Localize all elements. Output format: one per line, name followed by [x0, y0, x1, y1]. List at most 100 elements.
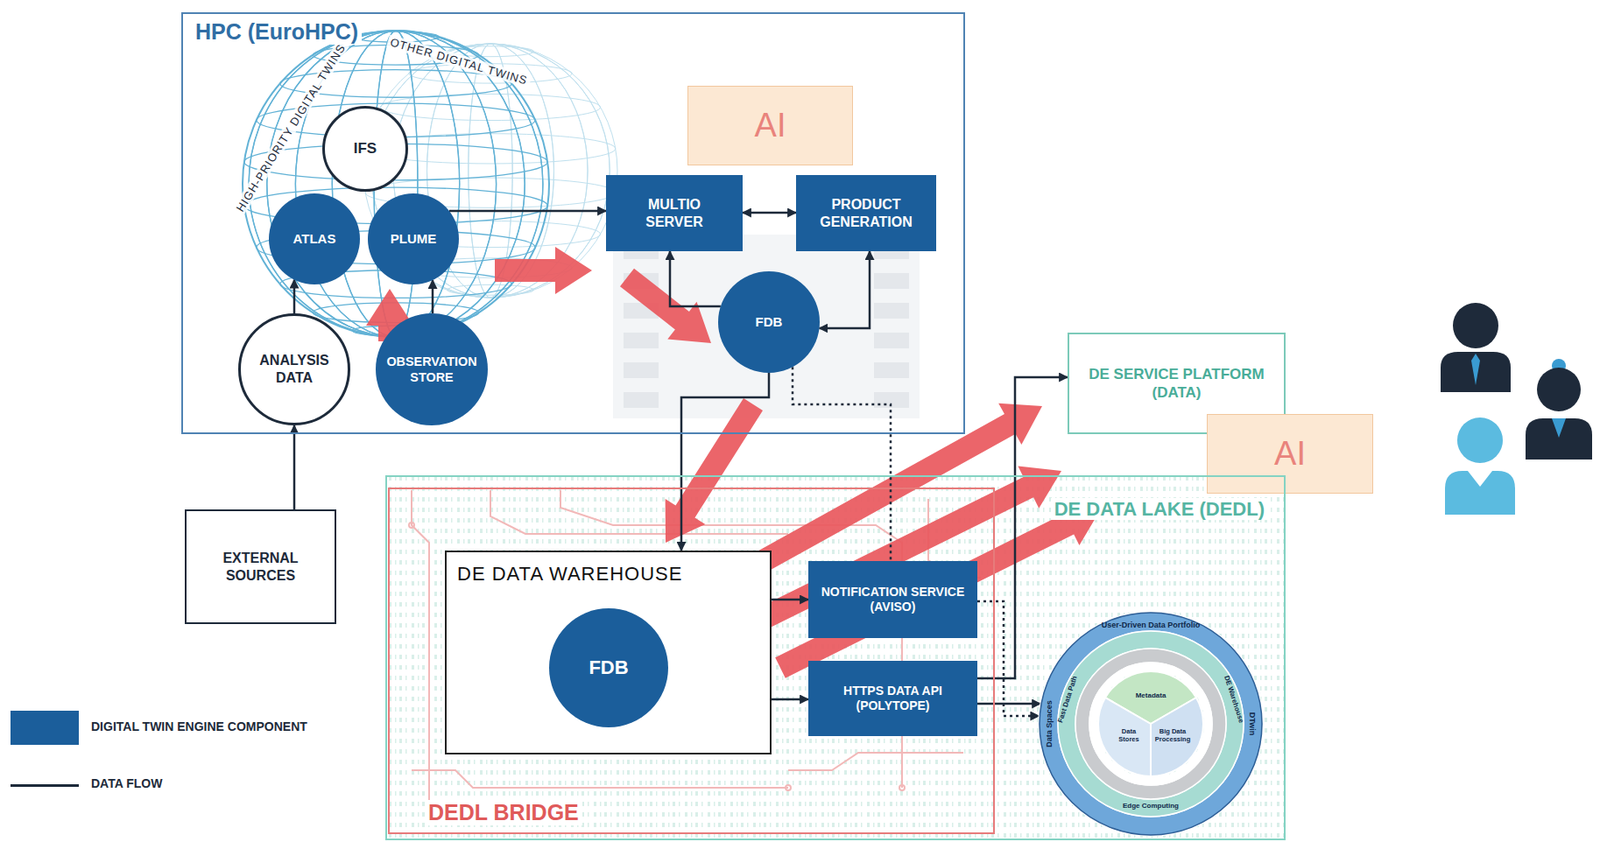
- node-label: FDB: [588, 655, 628, 681]
- label-wrap: FDB: [718, 271, 820, 374]
- label-wrap: PLUME: [367, 193, 459, 285]
- server-rack-slots: [613, 234, 920, 419]
- label-wrap: OBSERVATION STORE: [375, 313, 488, 426]
- fdb-circle: FDB: [718, 271, 820, 374]
- data-flow-line: [742, 211, 797, 215]
- label-wrap: NOTIFICATION SERVICE (AVISO): [808, 561, 978, 639]
- multio-server-box: MULTIO SERVER: [606, 175, 743, 252]
- node-label: OBSERVATION STORE: [380, 353, 484, 386]
- node-label: DE DATA LAKE (DEDL): [1050, 498, 1269, 521]
- ring-band: [1075, 648, 1227, 800]
- node-label: Edge Computing: [1122, 802, 1179, 811]
- node-label: HTTPS DATA API (POLYTOPE): [827, 683, 959, 715]
- node-label: IFS: [353, 139, 377, 158]
- fdb-circle: FDB: [549, 608, 669, 728]
- priority-twins-globe: [242, 30, 550, 338]
- legend-label: DIGITAL TWIN ENGINE COMPONENT: [91, 719, 308, 734]
- node-label: Big Data Processing: [1152, 728, 1193, 744]
- data-flow-line: [819, 251, 870, 329]
- label-wrap: AI: [688, 86, 853, 165]
- label-wrap: AI: [1207, 415, 1373, 494]
- data-api-box: HTTPS DATA API (POLYTOPE): [808, 661, 978, 737]
- bridge-region: FDB DE DATA WAREHOUSE NOTIFICATION SERVICE…: [387, 487, 995, 835]
- circle-shape: [375, 313, 488, 426]
- curved-caption: OTHER DIGITAL TWINS: [386, 35, 532, 89]
- notification-service-box: NOTIFICATION SERVICE (AVISO): [808, 561, 978, 639]
- circle-shape: [549, 608, 669, 728]
- ifs-circle: IFS: [322, 105, 409, 192]
- ring-band: [1038, 612, 1263, 837]
- ring-band: [1057, 631, 1244, 818]
- node-label: AI: [1274, 433, 1306, 476]
- flow-arrow: [665, 398, 763, 543]
- product-generation-box: PRODUCT GENERATION: [796, 175, 937, 252]
- circle-shape: [268, 193, 360, 285]
- ring-sector: [1098, 697, 1151, 777]
- data-flow-line: [293, 280, 297, 314]
- ring-band: [1089, 662, 1213, 786]
- node-label: DE DATA WAREHOUSE: [457, 563, 683, 586]
- external-sources-box: EXTERNAL SOURCES: [184, 509, 337, 625]
- node-label: EXTERNAL SOURCES: [212, 549, 310, 586]
- label-wrap: FDB: [549, 608, 669, 728]
- label-wrap: ATLAS: [268, 193, 360, 285]
- data-flow-line: [771, 599, 809, 602]
- ai-box: AI: [1206, 414, 1374, 494]
- hpc-region: IFS ATLAS PLUME ANALYSIS DATA OBSERVATION ST…: [181, 12, 966, 435]
- ring-border: [1039, 613, 1262, 836]
- flow-arrow: [494, 246, 593, 295]
- label-wrap: HTTPS DATA API (POLYTOPE): [808, 661, 978, 737]
- data-flow-line: [449, 210, 607, 213]
- atlas-circle: ATLAS: [268, 193, 360, 285]
- label-wrap: PRODUCT GENERATION: [796, 175, 937, 252]
- circle-shape: [718, 271, 820, 374]
- node-label: AI: [754, 105, 787, 148]
- data-flow-line: [977, 703, 1041, 706]
- legend-label: DATA FLOW: [91, 776, 163, 791]
- label-wrap: IFS: [322, 105, 409, 192]
- data-flow-line: [293, 425, 297, 510]
- node-label: DEDL BRIDGE: [424, 800, 583, 826]
- node-label: NOTIFICATION SERVICE (AVISO): [817, 585, 969, 616]
- node-label: DTwin: [1247, 712, 1257, 736]
- data-flow-line: [431, 280, 435, 314]
- data-warehouse-box: FDB DE DATA WAREHOUSE: [444, 550, 772, 755]
- label-wrap: ANALYSIS DATA: [238, 313, 351, 426]
- circle-shape: [239, 315, 350, 425]
- node-label: Data Stores: [1111, 728, 1147, 744]
- data-portfolio-ring: User-Driven Data PortfolioData Spaces DTw…: [1038, 612, 1263, 837]
- node-label: PLUME: [390, 231, 438, 248]
- node-label: Data Spaces: [1044, 700, 1054, 748]
- plume-circle: PLUME: [367, 193, 459, 285]
- circle-outline: [375, 313, 488, 426]
- circle-shape: [324, 107, 408, 191]
- user-icons: [1440, 303, 1593, 515]
- node-label: Metadata: [1135, 691, 1167, 700]
- node-label: User-Driven Data Portfolio: [1101, 620, 1201, 630]
- data-lake-region: FDB DE DATA WAREHOUSE NOTIFICATION SERVICE…: [385, 475, 1286, 841]
- node-label: PRODUCT GENERATION: [809, 196, 924, 232]
- dotted-flow-line: [792, 366, 891, 562]
- data-flow-line: [669, 251, 721, 307]
- circuit-traces: [408, 490, 981, 824]
- legend-line-sample: [10, 784, 79, 788]
- ai-box: AI: [687, 85, 853, 166]
- server-rack: [613, 234, 920, 419]
- dotted-flow-line: [977, 601, 1039, 717]
- data-flow-line: [771, 698, 809, 702]
- data-flow-line: [681, 373, 769, 551]
- observation-store-circle: OBSERVATION STORE: [375, 313, 488, 426]
- node-label: ATLAS: [293, 231, 337, 248]
- label-wrap: EXTERNAL SOURCES: [186, 511, 335, 623]
- data-flow-line: [977, 377, 1068, 679]
- ring-sector: [1150, 697, 1204, 777]
- node-label: DE SERVICE PLATFORM (DATA): [1084, 365, 1270, 403]
- legend-swatch: [10, 711, 79, 746]
- node-label: MULTIO SERVER: [630, 196, 719, 232]
- node-label: ANALYSIS DATA: [250, 352, 339, 388]
- circle-outline: [238, 313, 351, 426]
- node-label: FDB: [755, 314, 783, 332]
- circle-shape: [367, 193, 459, 285]
- label-wrap: MULTIO SERVER: [606, 175, 743, 252]
